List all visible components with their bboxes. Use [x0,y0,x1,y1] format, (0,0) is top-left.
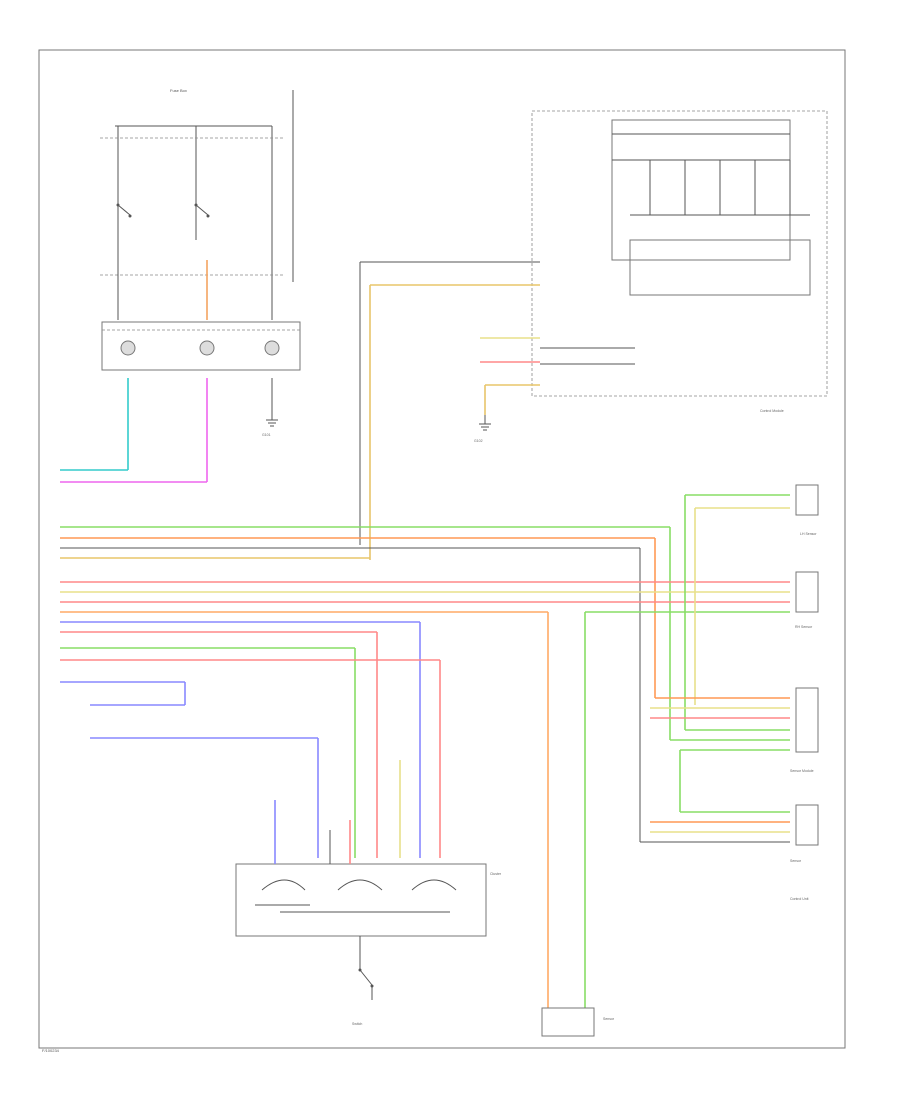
footer-code: F/100234 [42,1048,60,1053]
ground-label: G101 [262,433,271,437]
switch-icon: Switch [352,936,374,1026]
gauge-icon: Cluster [235,863,502,937]
connector-icon [101,321,301,371]
connector-icon: RH Sensor [795,571,819,629]
fuse-relay-block: Fuse Box [100,88,294,320]
switch-icon [116,203,132,218]
control-module-label: Control Module [760,409,784,413]
right-4-label: Sensor [790,859,802,863]
ground-icon: G102 [474,415,491,443]
connector-icon: LH Sensor [795,484,819,536]
right-1-label: LH Sensor [800,532,817,536]
sensor-label: Sensor [603,1017,615,1021]
switch-icon [194,203,210,218]
right-5-label: Control Unit [790,897,809,901]
right-2-label: RH Sensor [795,625,813,629]
ground-icon: G101 [262,410,278,437]
ground-label-mid: G102 [474,439,483,443]
switch-label: Switch [352,1022,362,1026]
connector-icon: Sensor [541,1007,615,1037]
right-3-label: Sensor Module [790,769,814,773]
fuse-box-label: Fuse Box [170,88,187,93]
diagram-frame [38,49,846,1049]
connector-icon: Sensor Module [790,687,819,773]
cluster-label: Cluster [490,872,502,876]
connector-icon: Sensor [790,804,819,863]
control-module: Control Module [531,110,828,413]
